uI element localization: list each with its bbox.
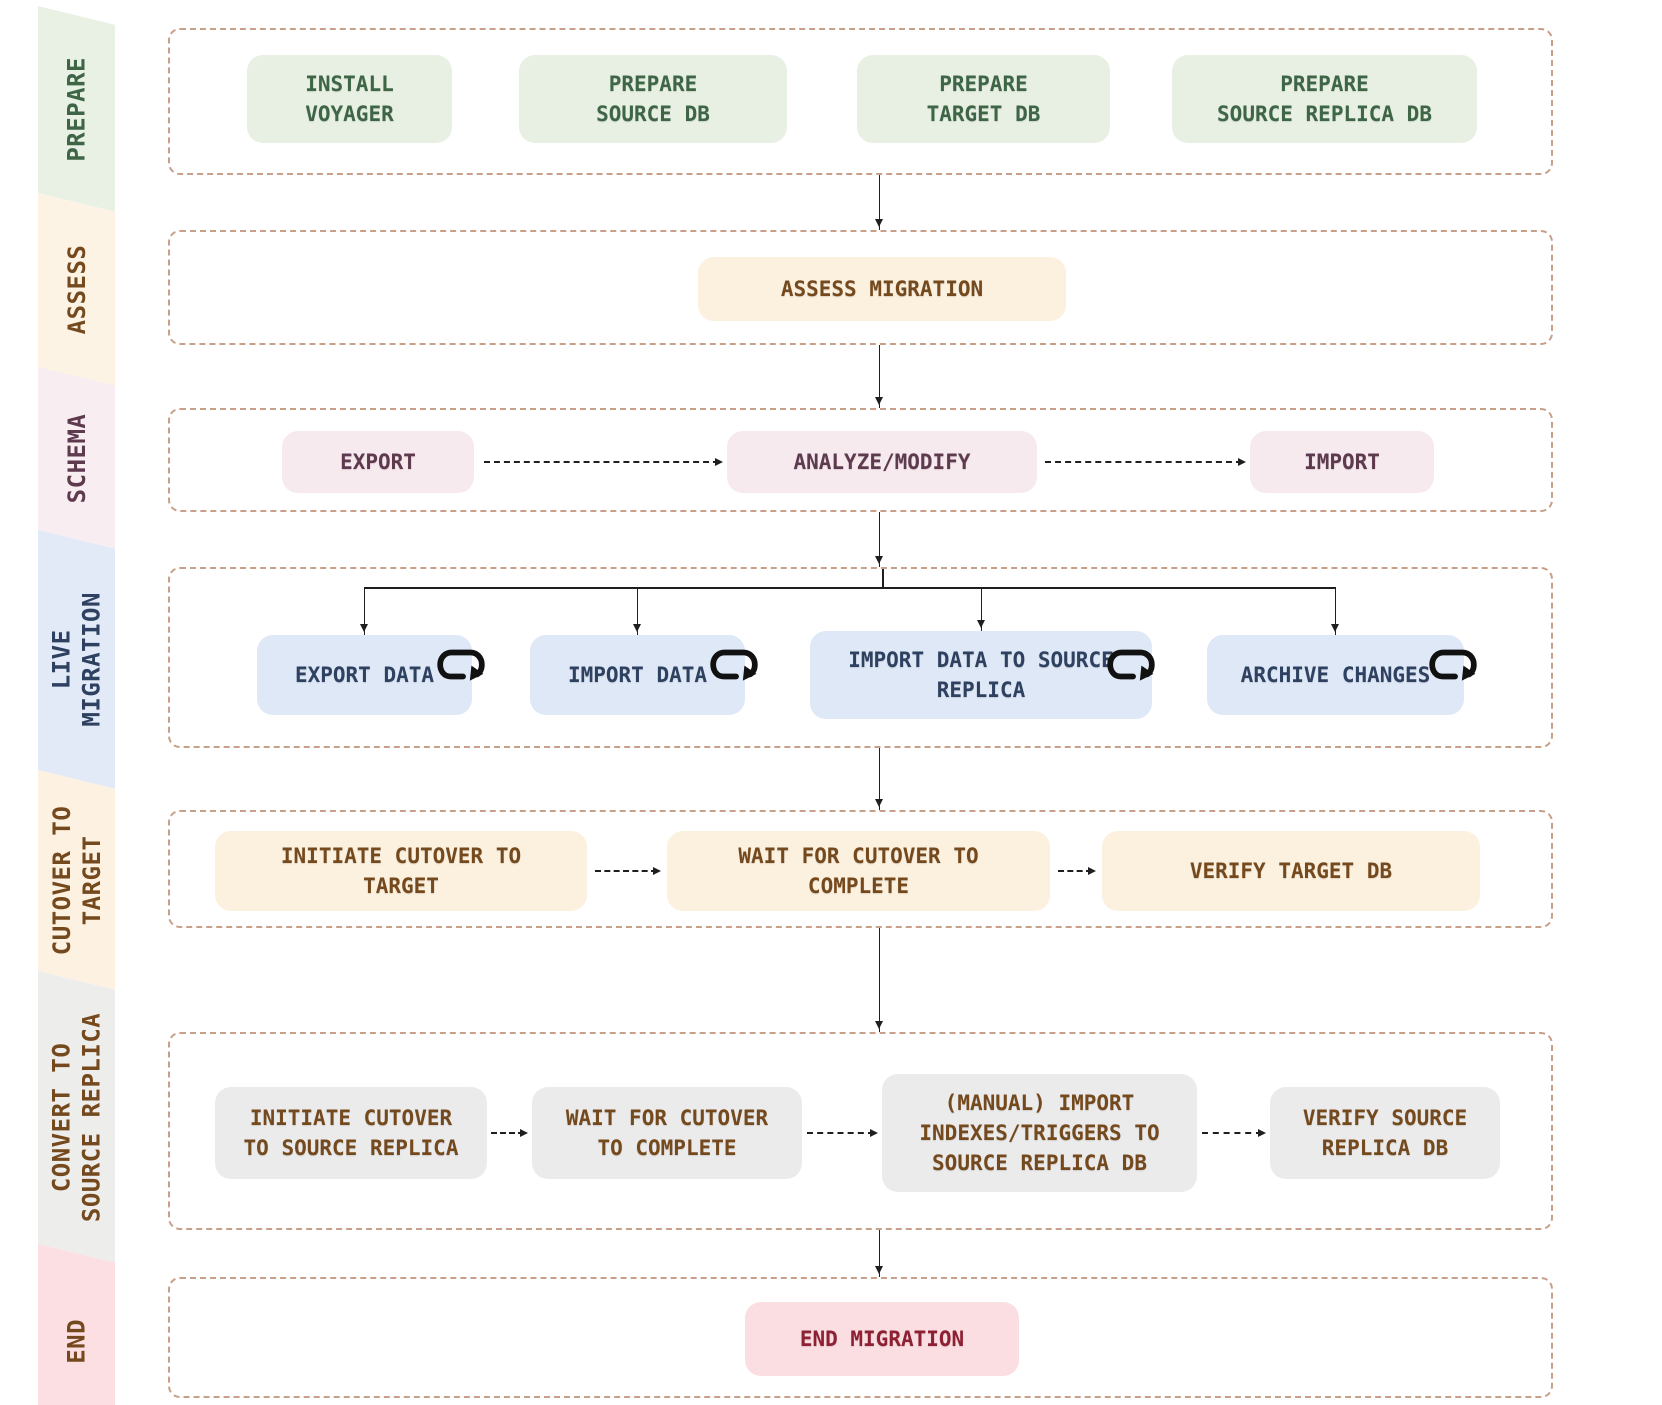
flow-node-prepare-target-db: PREPARE TARGET DB xyxy=(857,55,1110,143)
node-label: PREPARE SOURCE REPLICA DB xyxy=(1217,72,1432,126)
node-label: ASSESS MIGRATION xyxy=(780,277,984,301)
node-label: WAIT FOR CUTOVER TO COMPLETE xyxy=(738,844,979,898)
node-label: VERIFY TARGET DB xyxy=(1189,859,1393,883)
loop-icon xyxy=(1428,615,1478,681)
phase-tab-label: CUTOVER TO TARGET xyxy=(47,805,106,955)
phase-section-schema: EXPORT ANALYZE/MODIFY IMPORT xyxy=(168,408,1553,512)
connector-cutover-to-convert xyxy=(874,928,883,1032)
flow-node-analyze-modify-schema: ANALYZE/MODIFY xyxy=(727,431,1037,493)
connector-drop-archive-changes xyxy=(1330,587,1339,635)
node-label: INSTALL VOYAGER xyxy=(305,72,394,126)
flow-node-import-schema: IMPORT xyxy=(1250,431,1434,493)
phase-section-live-migration: EXPORT DATA IMPORT DATA IMPORT DATA TO S… xyxy=(168,567,1553,748)
flow-node-install-voyager: INSTALL VOYAGER xyxy=(247,55,452,143)
node-label: EXPORT DATA xyxy=(294,663,435,687)
loop-icon xyxy=(709,615,759,681)
flow-node-wait-for-cutover-to-complete-replica: WAIT FOR CUTOVER TO COMPLETE xyxy=(532,1087,802,1179)
flow-node-import-data-to-source-replica: IMPORT DATA TO SOURCE REPLICA xyxy=(810,631,1155,719)
phase-section-prepare: INSTALL VOYAGER PREPARE SOURCE DB PREPAR… xyxy=(168,28,1553,175)
connector-drop-import-data xyxy=(632,587,641,635)
phase-tab-convert-to-source-replica: CONVERT TO SOURCE REPLICA xyxy=(38,971,115,1263)
connector-assess-to-schema xyxy=(874,345,883,408)
connector-prepare-to-assess xyxy=(874,175,883,230)
flow-node-archive-changes: ARCHIVE CHANGES xyxy=(1207,635,1477,715)
phase-tab-label: ASSESS xyxy=(62,244,91,335)
flow-node-manual-import-indexes-triggers: (MANUAL) IMPORT INDEXES/TRIGGERS TO SOUR… xyxy=(882,1074,1197,1192)
flow-node-end-migration: END MIGRATION xyxy=(745,1302,1019,1376)
node-label: (MANUAL) IMPORT INDEXES/TRIGGERS TO SOUR… xyxy=(919,1091,1160,1175)
phase-tab-label: PREPARE xyxy=(62,56,91,162)
node-label: IMPORT DATA xyxy=(567,663,708,687)
connector-schema-to-live-migration xyxy=(874,512,883,567)
flow-node-initiate-cutover-to-target: INITIATE CUTOVER TO TARGET xyxy=(215,831,587,911)
node-label: IMPORT DATA TO SOURCE REPLICA xyxy=(848,648,1114,702)
flow-node-export-data: EXPORT DATA xyxy=(257,635,485,715)
phase-tab-label: END xyxy=(62,1318,91,1364)
connector-branch-bus xyxy=(364,587,1335,589)
loop-icon xyxy=(436,615,486,681)
flow-node-prepare-source-replica-db: PREPARE SOURCE REPLICA DB xyxy=(1172,55,1477,143)
flow-node-prepare-source-db: PREPARE SOURCE DB xyxy=(519,55,787,143)
node-label: PREPARE TARGET DB xyxy=(926,72,1041,126)
phase-tab-label: SCHEMA xyxy=(62,413,91,503)
flow-node-export-schema: EXPORT xyxy=(282,431,474,493)
flow-node-verify-source-replica-db: VERIFY SOURCE REPLICA DB xyxy=(1270,1087,1500,1179)
phase-ribbon: PREPARE ASSESS SCHEMA LIVE MIGRATION CUT… xyxy=(38,6,115,1405)
flow-node-initiate-cutover-to-source-replica: INITIATE CUTOVER TO SOURCE REPLICA xyxy=(215,1087,487,1179)
connector-wait-to-manual-import xyxy=(807,1128,878,1137)
phase-tab-cutover-to-target: CUTOVER TO TARGET xyxy=(38,770,115,990)
connector-analyze-to-import xyxy=(1045,457,1246,466)
flow-node-assess-migration: ASSESS MIGRATION xyxy=(698,257,1066,321)
connector-wait-to-verify xyxy=(1058,866,1096,875)
phase-section-end: END MIGRATION xyxy=(168,1277,1553,1398)
connector-manual-import-to-verify xyxy=(1202,1128,1266,1137)
node-label: IMPORT xyxy=(1304,450,1380,474)
node-label: PREPARE SOURCE DB xyxy=(596,72,710,126)
loop-icon xyxy=(1106,615,1156,681)
connector-initiate-to-wait xyxy=(595,866,661,875)
node-label: ARCHIVE CHANGES xyxy=(1240,663,1431,687)
connector-export-to-analyze xyxy=(484,457,723,466)
node-label: VERIFY SOURCE REPLICA DB xyxy=(1302,1106,1468,1160)
phase-tab-label: LIVE MIGRATION xyxy=(47,592,106,727)
connector-drop-export-data xyxy=(359,587,368,635)
connector-riser xyxy=(882,569,884,587)
connector-convert-to-end xyxy=(874,1230,883,1277)
node-label: INITIATE CUTOVER TO TARGET xyxy=(280,844,522,898)
phase-tab-label: CONVERT TO SOURCE REPLICA xyxy=(47,1012,106,1222)
node-label: WAIT FOR CUTOVER TO COMPLETE xyxy=(565,1106,769,1160)
flow-node-verify-target-db: VERIFY TARGET DB xyxy=(1102,831,1480,911)
node-label: ANALYZE/MODIFY xyxy=(793,450,971,474)
connector-drop-import-source-replica xyxy=(976,587,985,631)
node-label: EXPORT xyxy=(340,450,416,474)
phase-tab-end: END xyxy=(38,1244,115,1405)
phase-tab-prepare: PREPARE xyxy=(38,6,115,212)
phase-section-assess: ASSESS MIGRATION xyxy=(168,230,1553,345)
node-label: INITIATE CUTOVER TO SOURCE REPLICA xyxy=(243,1106,459,1160)
phase-tab-assess: ASSESS xyxy=(38,193,115,386)
flow-node-wait-for-cutover-to-complete: WAIT FOR CUTOVER TO COMPLETE xyxy=(667,831,1050,911)
flow-node-import-data: IMPORT DATA xyxy=(530,635,758,715)
phase-section-convert-to-source-replica: INITIATE CUTOVER TO SOURCE REPLICA WAIT … xyxy=(168,1032,1553,1230)
node-label: END MIGRATION xyxy=(799,1327,965,1351)
connector-initiate-to-wait-replica xyxy=(491,1128,528,1137)
phase-section-cutover-to-target: INITIATE CUTOVER TO TARGET WAIT FOR CUTO… xyxy=(168,810,1553,928)
connector-live-migration-to-cutover xyxy=(874,748,883,810)
phase-tab-schema: SCHEMA xyxy=(38,367,115,549)
phase-tab-live-migration: LIVE MIGRATION xyxy=(38,530,115,789)
